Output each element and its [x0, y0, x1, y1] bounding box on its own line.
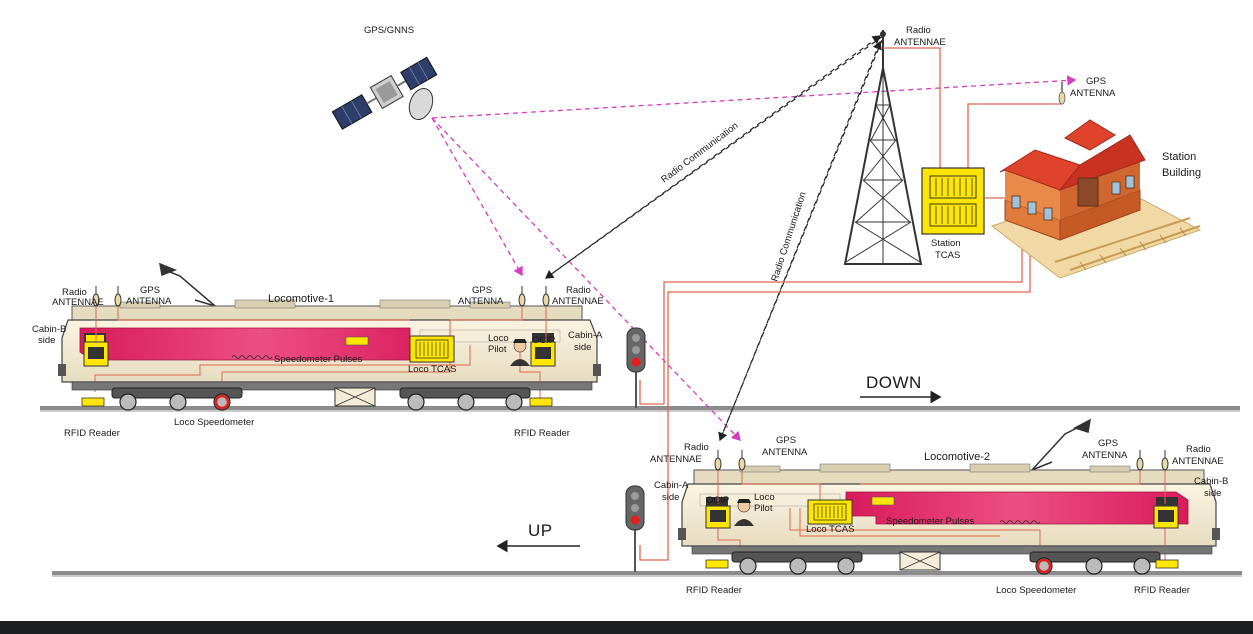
loco2-rfid-right: RFID Reader — [1134, 585, 1190, 596]
radio-links — [545, 35, 884, 442]
loco1-title: Locomotive-1 — [268, 293, 334, 305]
track-down — [40, 406, 1240, 412]
station-building-label-1: Station — [1162, 151, 1196, 163]
down-direction: DOWN — [860, 373, 942, 404]
loco2-radio-left-1: Radio — [684, 442, 709, 453]
station-gps-label-1: GPS — [1086, 76, 1106, 87]
radio-tower-icon — [843, 30, 923, 265]
loco1-cabin-a-1: Cabin-A — [568, 330, 603, 341]
loco1-cabin-b-2: side — [38, 335, 55, 346]
loco1-rfid-right: RFID Reader — [514, 428, 570, 439]
radio-comm-label-1: Radio Communication — [659, 120, 740, 185]
up-label: UP — [528, 521, 553, 540]
down-label: DOWN — [866, 373, 922, 392]
loco1-speedo-pulses: Speedometer Pulses — [274, 354, 362, 365]
loco2-gps-right-2: ANTENNA — [1082, 450, 1128, 461]
loco1-tcas-label: Loco TCAS — [408, 364, 456, 375]
gps-links — [431, 75, 1077, 441]
loco1-cabin-a-2: side — [574, 342, 591, 353]
loco1-radio-left-2: ANTENNAE — [52, 297, 104, 308]
loco1-pilot-1: Loco — [488, 333, 509, 344]
bottom-bar — [0, 621, 1253, 634]
loco2-tcas-device — [807, 499, 853, 525]
signal-down-icon — [626, 327, 646, 408]
signal-up-icon — [625, 485, 645, 572]
loco1-pantograph-icon — [159, 262, 216, 307]
loco1-gps-left-1: GPS — [140, 285, 160, 296]
locomotive-1 — [58, 262, 601, 411]
loco1-gps-right-2: ANTENNA — [458, 296, 504, 307]
loco2-title: Locomotive-2 — [924, 451, 990, 463]
tower-antenna-label-1: Radio — [906, 25, 931, 36]
station-gps-antenna-icon — [1058, 82, 1066, 105]
loco2-cabin-a-2: side — [662, 492, 679, 503]
loco2-ocip: OCIP — [706, 495, 729, 506]
loco2-pilot-1: Loco — [754, 492, 775, 503]
loco2-cabin-b-2: side — [1204, 488, 1221, 499]
loco2-pilot-icon — [734, 499, 754, 526]
loco1-radio-right-1: Radio — [566, 285, 591, 296]
loco2-cabin-a-1: Cabin-A — [654, 480, 689, 491]
loco1-rfid-left: RFID Reader — [64, 428, 120, 439]
loco2-radio-right-2: ANTENNAE — [1172, 456, 1224, 467]
loco2-gps-left-1: GPS — [776, 435, 796, 446]
station-tcas-label-2: TCAS — [935, 250, 960, 261]
station-building-label-2: Building — [1162, 167, 1201, 179]
satellite-label: GPS/GNNS — [364, 25, 414, 36]
loco2-speedo-pulses: Speedometer Pulses — [886, 516, 974, 527]
station-tcas-device — [921, 167, 985, 235]
station-gps-label-2: ANTENNA — [1070, 88, 1116, 99]
loco2-rfid-left: RFID Reader — [686, 585, 742, 596]
locomotive-2 — [678, 418, 1220, 575]
loco2-radio-left-2: ANTENNAE — [650, 454, 702, 465]
loco1-cabin-b-1: Cabin-B — [32, 324, 66, 335]
loco1-pilot-icon — [510, 339, 530, 366]
up-direction: UP — [496, 521, 580, 553]
station-building-icon — [990, 119, 1202, 279]
diagram-canvas: DOWN UP GPS/GNNS Radio Comm — [32, 25, 1242, 596]
satellite-icon — [331, 56, 438, 130]
loco1-gps-left-2: ANTENNA — [126, 296, 172, 307]
loco2-cabin-b-1: Cabin-B — [1194, 476, 1228, 487]
loco1-speedometer: Loco Speedometer — [174, 417, 254, 428]
loco2-pilot-2: Pilot — [754, 503, 773, 514]
loco1-tcas-device — [409, 335, 455, 363]
loco1-ocip: OCIP — [532, 335, 555, 346]
loco1-radio-left-1: Radio — [62, 287, 87, 298]
loco1-gps-right-1: GPS — [472, 285, 492, 296]
station-tcas-label-1: Station — [931, 238, 961, 249]
loco1-radio-right-2: ANTENNAE — [552, 296, 604, 307]
loco2-pantograph-icon — [1031, 418, 1091, 471]
loco2-gps-right-1: GPS — [1098, 438, 1118, 449]
loco2-gps-left-2: ANTENNA — [762, 447, 808, 458]
loco2-speedometer: Loco Speedometer — [996, 585, 1076, 596]
tower-antenna-label-2: ANTENNAE — [894, 37, 946, 48]
loco2-tcas-label: Loco TCAS — [806, 524, 854, 535]
loco2-radio-right-1: Radio — [1186, 444, 1211, 455]
track-up — [52, 571, 1242, 577]
loco1-pilot-2: Pilot — [488, 344, 507, 355]
